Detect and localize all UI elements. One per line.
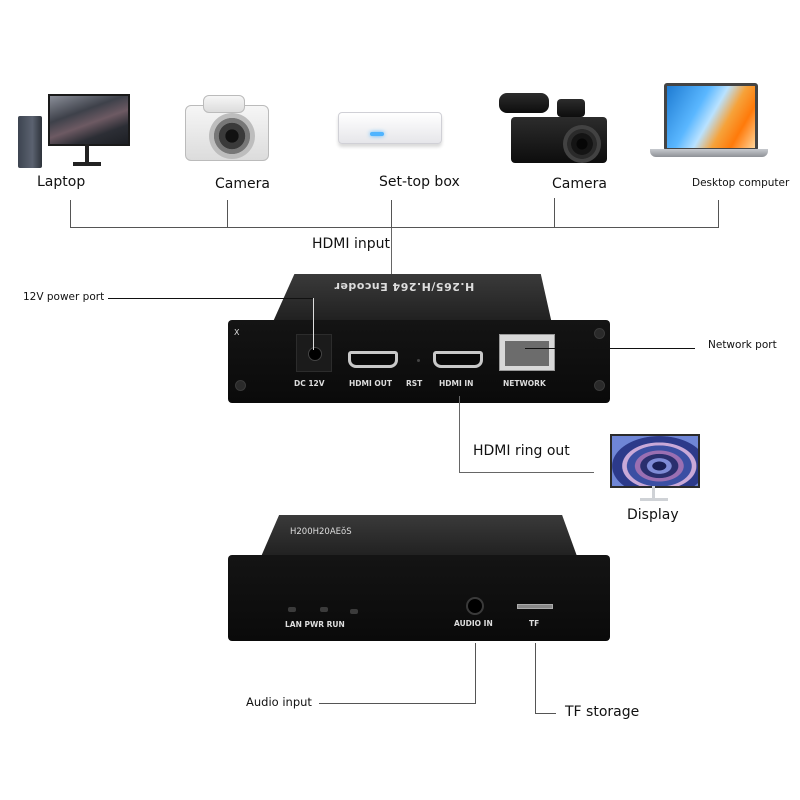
callout-power-port: 12V power port (23, 291, 105, 303)
port-label-hdmi-out: HDMI OUT (349, 379, 392, 388)
led-run (350, 609, 358, 614)
corner-mark: X (234, 328, 240, 337)
bus-drop-5 (718, 200, 719, 227)
callout-audio-input: Audio input (246, 695, 312, 709)
ring-out-line-h (459, 472, 594, 473)
encoder-rear-view: H.265/H.264 Encoder X DC 12V HDMI OUT RS… (228, 270, 610, 404)
camcorder-icon (497, 87, 609, 167)
port-label-rst: RST (406, 379, 423, 388)
bus-drop-3 (391, 200, 392, 227)
network-port (499, 334, 555, 371)
port-label-network: NETWORK (503, 379, 546, 388)
encoder-front-view: H200H20AEǒS LAN PWR RUN AUDIO IN TF (228, 515, 610, 643)
port-label-audio-in: AUDIO IN (454, 619, 493, 628)
encoder-top-print: H.265/H.264 Encoder (334, 280, 475, 293)
port-label-dc: DC 12V (294, 379, 325, 388)
audio-line-h (319, 703, 476, 704)
display-label: Display (627, 507, 679, 523)
bus-line (70, 227, 719, 228)
tf-line-h (535, 713, 556, 714)
set-top-box-icon (338, 108, 443, 146)
desktop-pc-icon (18, 92, 133, 172)
source-label-set-top-box: Set-top box (379, 174, 460, 190)
hdmi-input-label: HDMI input (312, 236, 390, 252)
callout-network-line (525, 348, 695, 349)
bus-drop-1 (70, 200, 71, 227)
callout-network-port: Network port (708, 339, 777, 351)
callout-power-line-v (313, 298, 314, 350)
mirrorless-camera-icon (185, 93, 270, 161)
source-label-laptop: Laptop (37, 174, 86, 190)
callout-tf-storage: TF storage (565, 704, 640, 720)
hdmi-out-port (348, 351, 398, 368)
led-labels: LAN PWR RUN (285, 620, 345, 629)
reset-button (417, 359, 420, 362)
source-label-desktop-computer: Desktop computer (692, 177, 790, 189)
callout-power-line-h (108, 298, 314, 299)
source-label-camera-1: Camera (215, 176, 270, 192)
tf-card-slot (517, 604, 553, 609)
port-label-tf: TF (529, 619, 540, 628)
led-pwr (320, 607, 328, 612)
tf-line-v (535, 643, 536, 713)
audio-line-v (475, 643, 476, 703)
bus-drop-2 (227, 200, 228, 227)
bus-drop-4 (554, 198, 555, 227)
display-monitor-icon (610, 434, 700, 504)
hdmi-in-port (433, 351, 483, 368)
callout-hdmi-ring-out: HDMI ring out (473, 443, 570, 459)
dc-power-jack (296, 334, 332, 372)
front-top-print: H200H20AEǒS (290, 527, 352, 537)
led-lan (288, 607, 296, 612)
laptop-icon (648, 83, 770, 167)
ring-out-line-v (459, 396, 460, 472)
port-label-hdmi-in: HDMI IN (439, 379, 474, 388)
source-label-camera-2: Camera (552, 176, 607, 192)
audio-in-jack (466, 597, 484, 615)
